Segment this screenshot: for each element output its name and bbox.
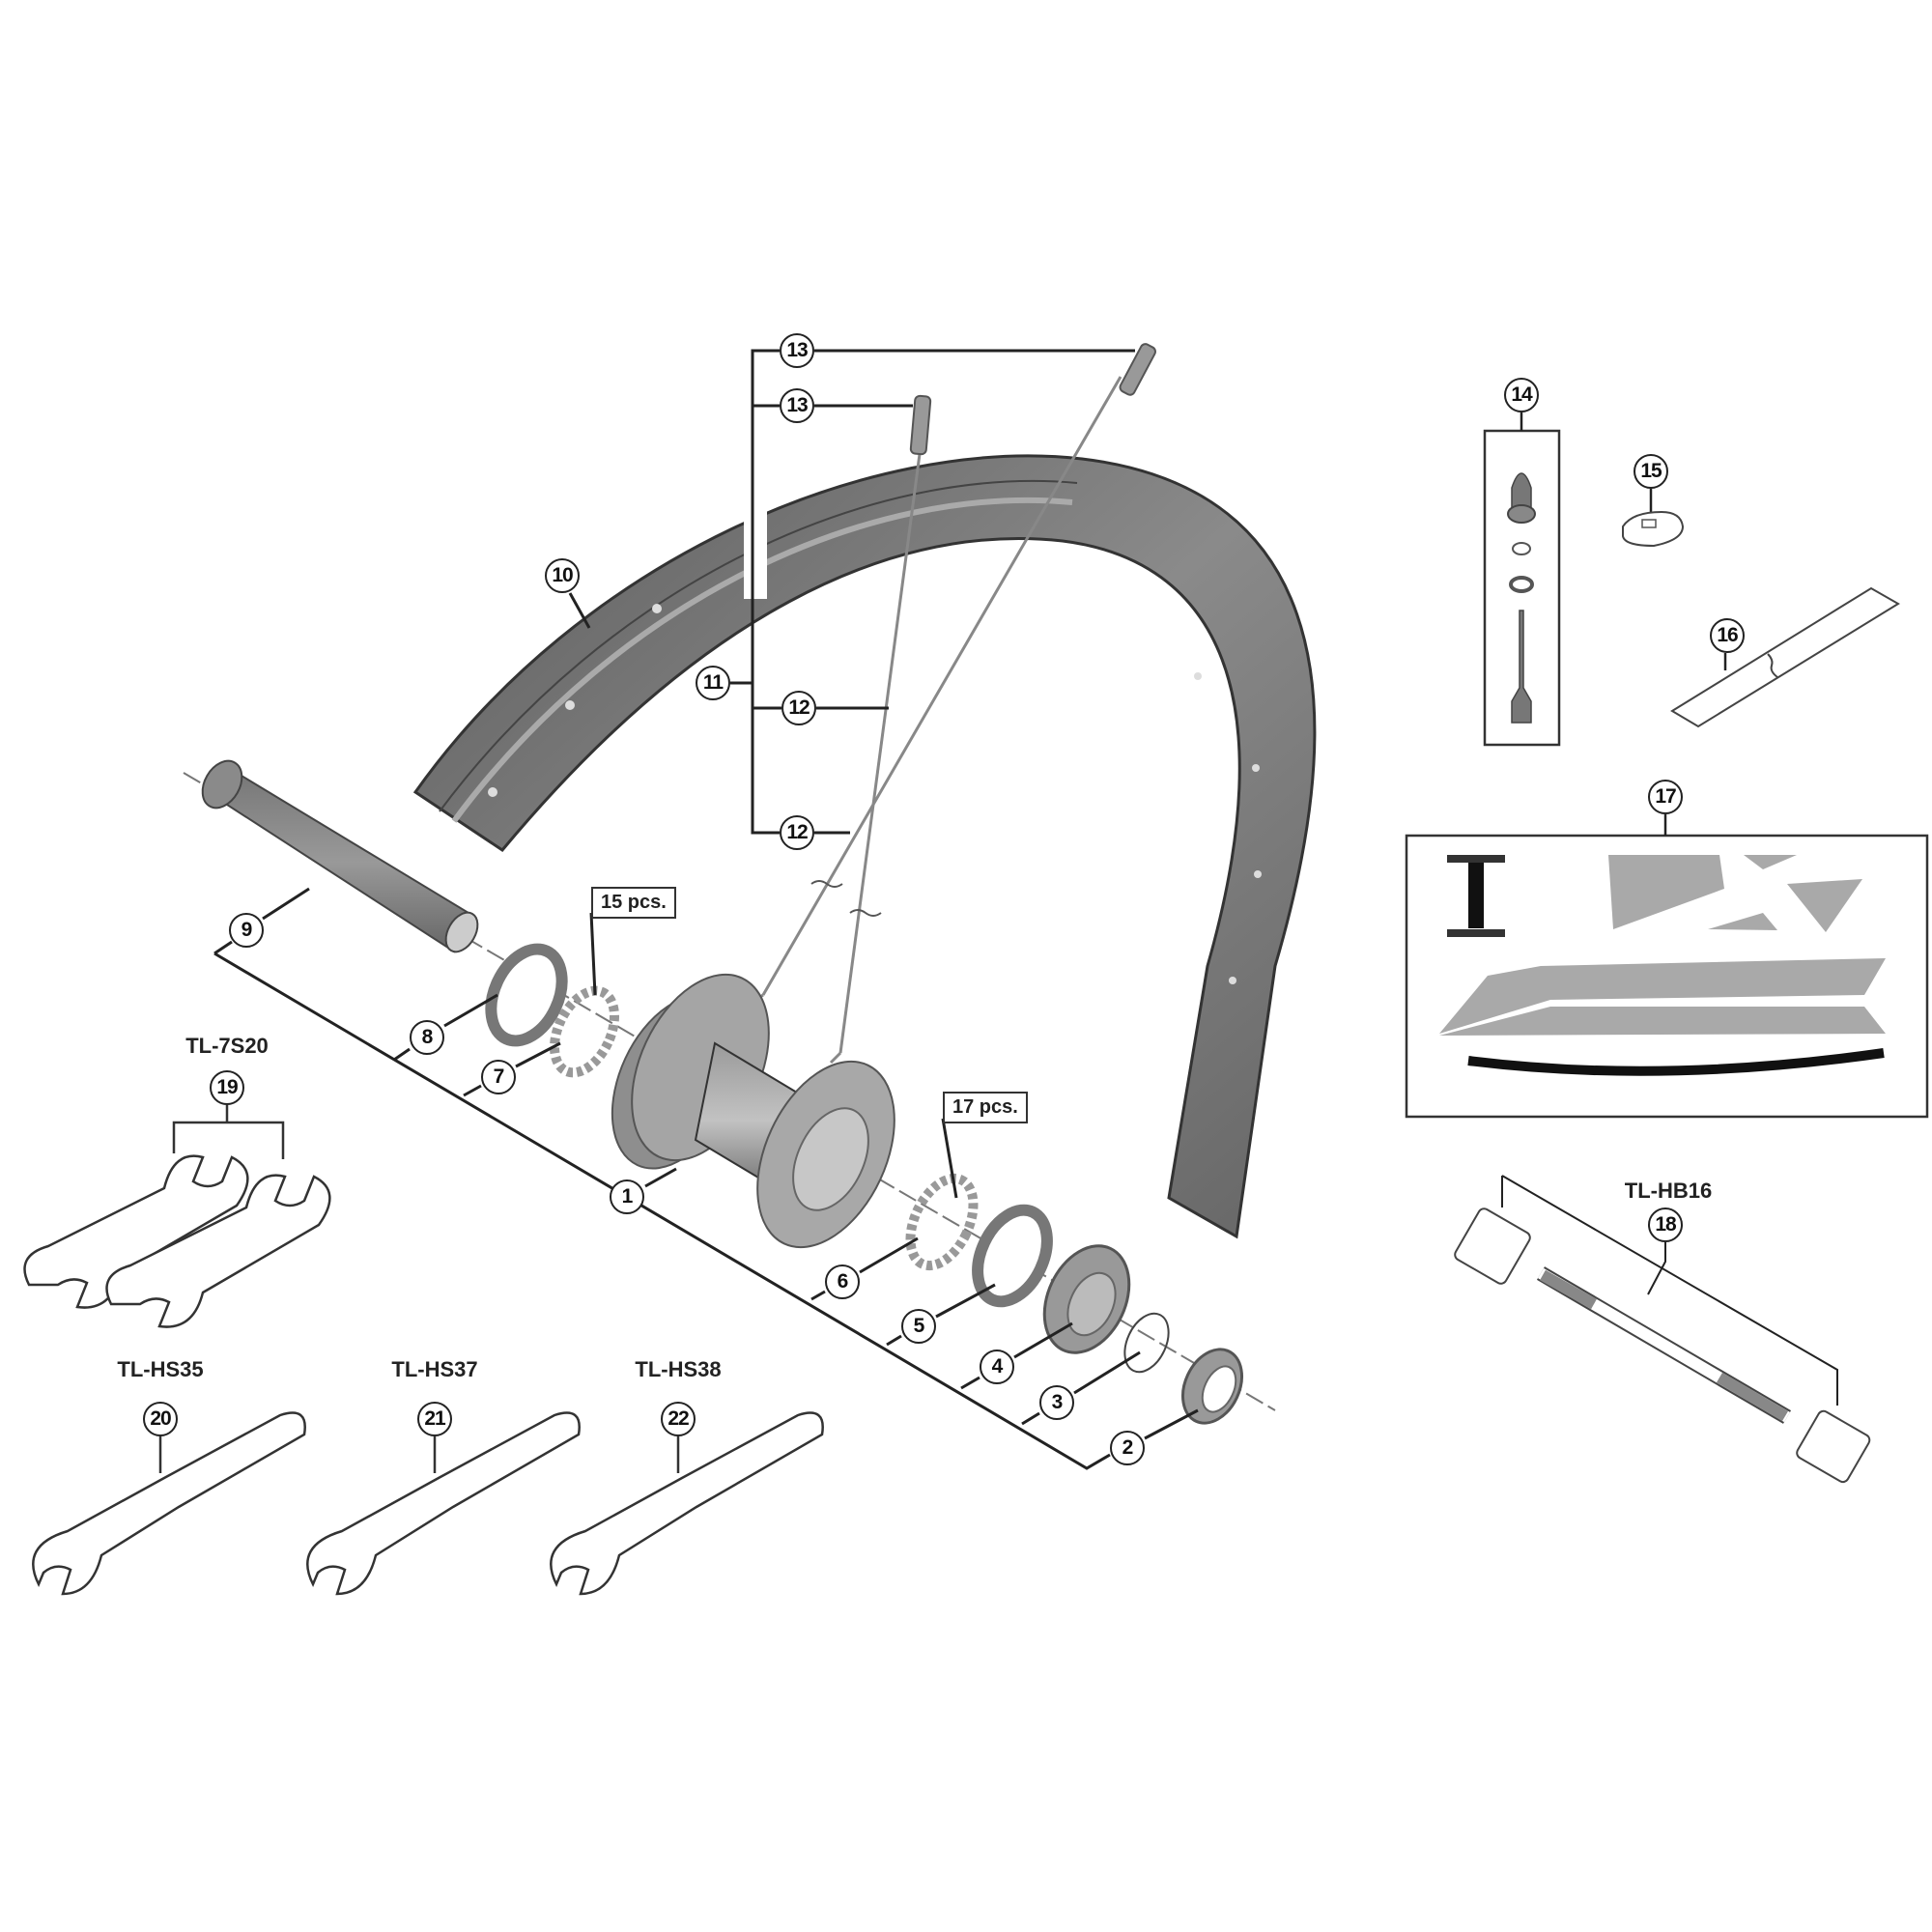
callout-1: 1 xyxy=(610,1179,644,1214)
valve-kit xyxy=(1483,412,1561,747)
callout-4: 4 xyxy=(980,1350,1014,1384)
quantity-label: 17 pcs. xyxy=(943,1092,1028,1123)
callout-13a: 13 xyxy=(780,333,814,368)
callout-2: 2 xyxy=(1110,1431,1145,1465)
tool-tl-hs35 xyxy=(32,1411,306,1596)
spoke-nipple-2 xyxy=(1119,343,1156,396)
bracket-hub xyxy=(213,887,1199,1470)
tool-tl-hb16 xyxy=(1454,1175,1871,1484)
callout-14: 14 xyxy=(1504,378,1539,412)
seal-8 xyxy=(485,943,568,1047)
callout-22: 22 xyxy=(661,1402,696,1436)
callout-16: 16 xyxy=(1710,618,1745,653)
tool-name-tl-hs38: TL-HS38 xyxy=(635,1357,722,1381)
callout-20: 20 xyxy=(143,1402,178,1436)
tool-name-tl-7s20: TL-7S20 xyxy=(185,1034,269,1058)
callout-13b: 13 xyxy=(780,388,814,423)
hub-body xyxy=(611,973,895,1249)
callout-3: 3 xyxy=(1039,1385,1074,1420)
callout-19: 19 xyxy=(210,1070,244,1105)
decal-set xyxy=(1405,814,1929,1119)
quantity-label: 15 pcs. xyxy=(591,887,676,919)
callout-7: 7 xyxy=(481,1060,516,1094)
rim xyxy=(412,444,1317,1239)
callout-10: 10 xyxy=(545,558,580,593)
tool-name-tl-hs35: TL-HS35 xyxy=(117,1357,204,1381)
callout-18: 18 xyxy=(1648,1208,1683,1242)
callout-11: 11 xyxy=(696,666,730,700)
callout-15: 15 xyxy=(1634,454,1668,489)
tool-name-tl-hs37: TL-HS37 xyxy=(391,1357,478,1381)
ball-retainer-6 xyxy=(905,1173,979,1271)
tool-tl-hs38 xyxy=(550,1411,824,1596)
o-ring-3 xyxy=(1123,1312,1170,1374)
bracket-spokes xyxy=(568,349,1135,835)
callout-8: 8 xyxy=(410,1020,444,1055)
callout-17: 17 xyxy=(1648,780,1683,814)
seal-5 xyxy=(972,1204,1053,1308)
callout-6: 6 xyxy=(825,1264,860,1299)
callout-21: 21 xyxy=(417,1402,452,1436)
callout-9: 9 xyxy=(229,913,264,948)
callout-12a: 12 xyxy=(781,691,816,725)
ball-retainer-7 xyxy=(550,985,619,1078)
callout-12b: 12 xyxy=(780,815,814,850)
tool-tl-hs37 xyxy=(306,1411,581,1596)
valve-spacer xyxy=(1622,489,1685,548)
spoke-break-marks xyxy=(810,880,882,917)
tool-tl-7s20 xyxy=(23,1105,331,1328)
tool-name-tl-hb16: TL-HB16 xyxy=(1624,1179,1713,1203)
rim-tape xyxy=(1670,586,1900,728)
callout-5: 5 xyxy=(901,1309,936,1344)
spoke-nipple-1 xyxy=(909,394,932,456)
